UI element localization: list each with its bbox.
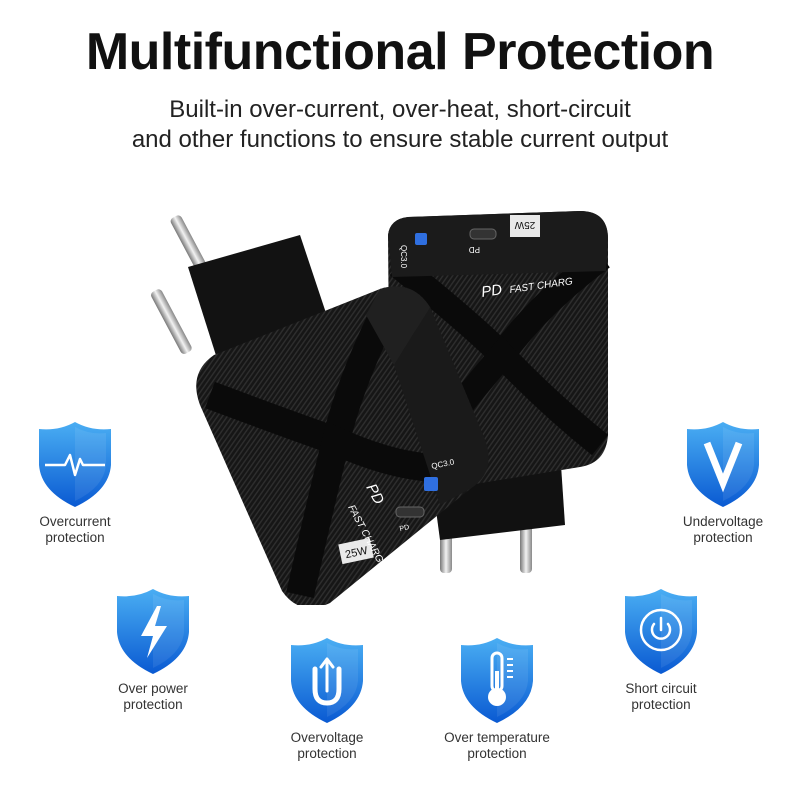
- shield-icon: [457, 634, 537, 726]
- caption-line-2: protection: [631, 697, 691, 712]
- u-arrow-icon: [312, 657, 342, 706]
- pulse-icon: [45, 453, 105, 477]
- shield-icon: [621, 585, 701, 677]
- front-charger: 25W QC3.0 PD PD FAST CHARG: [151, 215, 489, 605]
- caption-line-2: protection: [467, 746, 527, 761]
- shield-icon: [683, 418, 763, 510]
- caption-line-2: protection: [123, 697, 183, 712]
- feature-overvoltage: Overvoltage protection: [262, 634, 392, 762]
- feature-caption: Over power protection: [88, 681, 218, 713]
- caption-line-1: Short circuit: [625, 681, 697, 696]
- power-icon: [639, 608, 683, 652]
- page-title: Multifunctional Protection: [85, 23, 715, 81]
- caption-line-2: protection: [693, 530, 753, 545]
- caption-line-2: protection: [297, 746, 357, 761]
- feature-caption: Undervoltage protection: [658, 514, 788, 546]
- feature-caption: Overcurrent protection: [10, 514, 140, 546]
- back-pd-port-label: PD: [469, 245, 480, 254]
- feature-overcurrent: Overcurrent protection: [10, 418, 140, 546]
- charger-product-image: 25W QC3.0 PD PD FAST CHARG 25W QC3.0 PD …: [151, 211, 610, 605]
- back-qc-label: QC3.0: [399, 245, 408, 269]
- front-pd-port-label: PD: [399, 524, 410, 533]
- shield-icon: [35, 418, 115, 510]
- back-wattage-label: 25W: [514, 219, 535, 230]
- shield-icon: [287, 634, 367, 726]
- feature-caption: Short circuit protection: [596, 681, 726, 713]
- caption-line-1: Overvoltage: [290, 730, 364, 745]
- caption-line-1: Over temperature: [444, 730, 550, 745]
- feature-caption: Overvoltage protection: [262, 730, 392, 762]
- thermometer-icon: [488, 651, 513, 706]
- lightning-icon: [141, 606, 167, 658]
- subtitle-line-1: Built-in over-current, over-heat, short-…: [169, 96, 631, 123]
- caption-line-1: Overcurrent: [39, 514, 111, 529]
- caption-line-1: Over power: [118, 681, 188, 696]
- feature-short-circuit: Short circuit protection: [596, 585, 726, 713]
- back-brand-pd: PD: [480, 281, 503, 301]
- front-wattage-label: 25W: [344, 545, 369, 562]
- subtitle-line-2: and other functions to ensure stable cur…: [131, 126, 669, 153]
- feature-over-power: Over power protection: [88, 585, 218, 713]
- feature-caption: Over temperature protection: [432, 730, 562, 762]
- caption-line-2: protection: [45, 530, 105, 545]
- v-letter-icon: [703, 441, 743, 493]
- feature-over-temperature: Over temperature protection: [432, 634, 562, 762]
- shield-icon: [113, 585, 193, 677]
- caption-line-1: Undervoltage: [682, 514, 764, 529]
- feature-undervoltage: Undervoltage protection: [658, 418, 788, 546]
